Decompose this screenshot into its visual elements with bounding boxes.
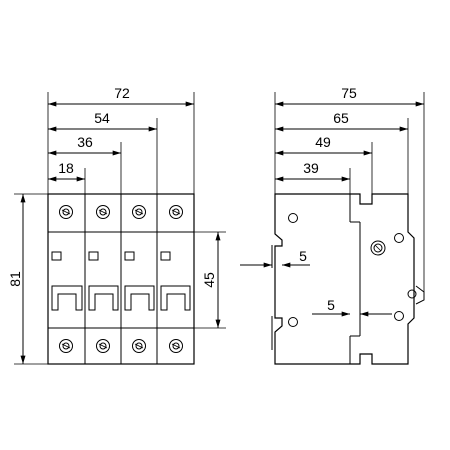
screw-icon [169, 339, 183, 353]
toggle-levers [51, 285, 191, 311]
screw-icon [59, 205, 73, 219]
side-view: 75 65 49 39 5 5 [240, 85, 425, 365]
front-view: 72 54 36 18 81 45 [7, 85, 226, 365]
indicator-window [88, 251, 99, 261]
rivet-icon [394, 233, 404, 243]
screw-icon [132, 339, 146, 353]
side-body-outline [274, 193, 415, 365]
indicator-window [160, 251, 171, 261]
screw-icon [169, 205, 183, 219]
dimension-label-49: 49 [315, 134, 331, 150]
screw-icon [96, 205, 110, 219]
dimension-label-81: 81 [7, 271, 23, 287]
terminal-screws-top [59, 205, 183, 219]
dimension-label-39: 39 [303, 160, 319, 176]
dimension-label-75: 75 [341, 85, 357, 101]
lever-pin-icon [407, 289, 417, 299]
dimension-label-65: 65 [333, 110, 349, 126]
rivet-icon [288, 213, 298, 223]
screw-icon [370, 240, 386, 256]
dimension-label-5-upper: 5 [299, 248, 307, 264]
dimension-label-72: 72 [114, 85, 130, 101]
indicator-window [124, 251, 135, 261]
dimension-label-54: 54 [94, 110, 110, 126]
toggle-lever [88, 285, 119, 311]
toggle-lever [160, 285, 191, 311]
screw-icon [59, 339, 73, 353]
terminal-screws-bottom [59, 339, 183, 353]
rivet-icon [394, 311, 404, 321]
screw-icon [96, 339, 110, 353]
toggle-lever [124, 285, 155, 311]
dimension-label-18: 18 [58, 160, 74, 176]
dimension-label-36: 36 [77, 134, 93, 150]
status-windows [51, 251, 171, 261]
dimension-label-5-lower: 5 [327, 297, 335, 313]
rivet-icon [288, 317, 298, 327]
screw-icon [132, 205, 146, 219]
toggle-lever [51, 285, 83, 311]
dimension-label-45: 45 [201, 272, 217, 288]
lever-tip [415, 285, 425, 305]
indicator-window [51, 251, 62, 261]
